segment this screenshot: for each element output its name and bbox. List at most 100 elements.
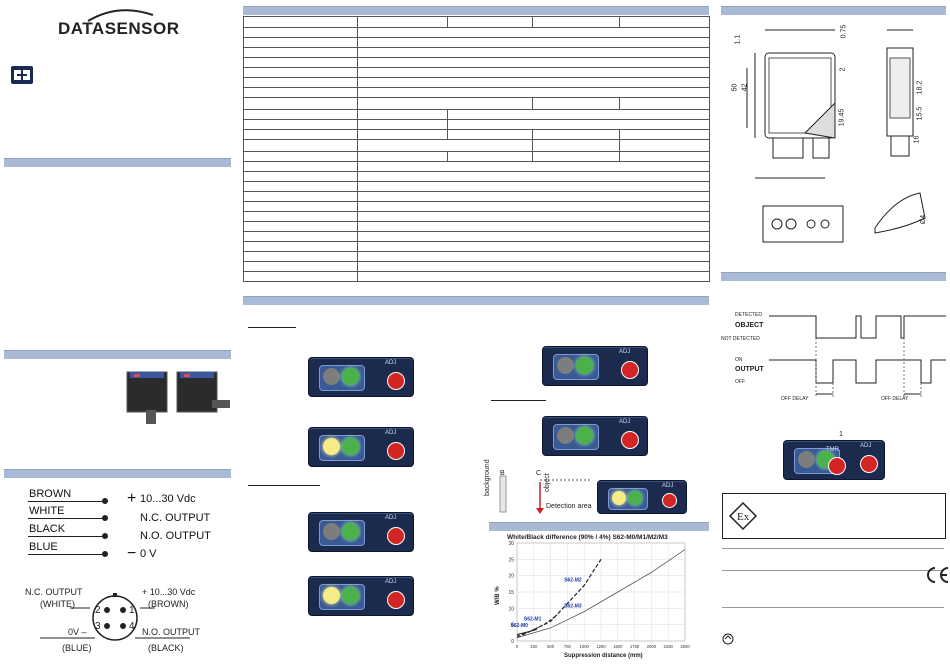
product-photo — [122, 366, 232, 428]
detection-area-label: Detection area — [546, 503, 592, 510]
divider-line — [722, 548, 944, 549]
dim-label-1-1: 1.1 — [734, 34, 742, 45]
spec-row — [244, 171, 709, 172]
adj-button[interactable] — [387, 527, 405, 545]
chart-series-label: S62-M2 — [564, 577, 582, 583]
adj-button[interactable] — [387, 372, 405, 390]
dim-label-15-5: 15.5 — [916, 106, 924, 121]
adj-button[interactable] — [860, 455, 878, 473]
adj-label: ADJ — [385, 360, 397, 366]
adj-button[interactable] — [387, 442, 405, 460]
wire-dot — [102, 515, 108, 521]
chart-xtick-label: 2000 — [647, 644, 657, 649]
connector-vplus-label: + 10...30 Vdc — [142, 587, 196, 597]
chart-xtick-label: 500 — [547, 644, 555, 649]
section-bar-connections — [4, 469, 231, 478]
sensor-panel-tmr: TMR ADJ — [783, 440, 885, 480]
spec-row — [244, 151, 709, 152]
wire-dot — [102, 551, 108, 557]
connector-0v-color: (BLUE) — [62, 643, 92, 653]
adj-label: ADJ — [385, 515, 397, 521]
divider-line — [722, 607, 944, 608]
connector-0v-label: 0V – — [68, 627, 87, 637]
spec-row — [244, 97, 709, 98]
chart-xtick-label: 250 — [530, 644, 538, 649]
sensor-panel-step-4: ADJ — [308, 576, 414, 616]
detection-c-label: C — [536, 470, 542, 477]
wire-desc-black: N.O. OUTPUT — [140, 530, 211, 542]
detection-object-label: object — [544, 473, 551, 492]
dim-label-0-75: 0.75 — [840, 24, 848, 39]
chart-xtick-label: 1750 — [630, 644, 640, 649]
chart-ytick-label: 5 — [511, 623, 514, 629]
wire-desc-blue: 0 V — [140, 548, 157, 560]
brand-logo: DATASENSOR — [58, 9, 180, 39]
connector-no-label: N.O. OUTPUT — [142, 627, 200, 637]
spec-row — [244, 211, 709, 212]
timing-on: ON — [735, 357, 743, 363]
spec-subcol — [447, 17, 448, 27]
spec-row — [244, 129, 709, 130]
wire-label-blue: BLUE — [29, 541, 58, 553]
wire-dot — [102, 498, 108, 504]
recycle-icon — [722, 633, 734, 645]
detection-background-label: background — [484, 459, 491, 496]
connector-pin-2: 2 — [95, 605, 101, 616]
adj-button[interactable] — [387, 591, 405, 609]
timing-object: OBJECT — [735, 322, 764, 329]
connector-vplus-color: (BROWN) — [148, 599, 189, 609]
connector-nc-label: N.C. OUTPUT — [25, 587, 83, 597]
tmr-button[interactable] — [828, 457, 846, 475]
adj-button[interactable] — [662, 493, 677, 508]
wire-label-white: WHITE — [29, 505, 65, 517]
chart-ytick-label: 0 — [511, 639, 514, 645]
adj-button[interactable] — [621, 431, 639, 449]
chart-series-label: S62-M1 — [524, 617, 542, 623]
connector-no-color: (BLACK) — [148, 643, 184, 653]
timing-not-detected: NOT DETECTED — [721, 336, 760, 342]
sensor-panel-step-5: ADJ — [542, 346, 648, 386]
sensor-panel-step-6: ADJ — [542, 416, 648, 456]
detection-diagram: B C background object Detection area — [480, 459, 708, 516]
chart-series-line — [516, 614, 558, 637]
chart-series-label: S62-M3 — [564, 604, 582, 610]
adj-button[interactable] — [621, 361, 639, 379]
sensor-panel-detection: ADJ — [597, 480, 687, 514]
chart-series-label: S62-M0 — [510, 623, 528, 629]
adj-label: ADJ — [662, 483, 674, 489]
sensor-panel-step-2: ADJ — [308, 427, 414, 467]
spec-row — [244, 221, 709, 222]
adj-label: ADJ — [619, 419, 631, 425]
spec-row — [244, 27, 709, 28]
spec-subcol — [447, 109, 448, 139]
timing-off-delay-1: OFF DELAY — [781, 396, 809, 402]
connector-diagram: 2 1 3 4 N.C. OUTPUT (WHITE) + 10...30 Vd… — [25, 583, 230, 663]
spec-row — [244, 251, 709, 252]
spec-row — [244, 241, 709, 242]
chart: White/Black difference (90% / 4%) S62-M0… — [489, 533, 709, 663]
svg-text:Ex: Ex — [737, 511, 750, 523]
wire-line — [28, 501, 108, 502]
adj-label: ADJ — [385, 579, 397, 585]
spec-row — [244, 57, 709, 58]
section-bar-timing — [721, 272, 946, 281]
adj-label: ADJ — [619, 349, 631, 355]
spec-row — [244, 139, 709, 140]
spec-row — [244, 231, 709, 232]
detection-b-label: B — [500, 470, 505, 477]
spec-row — [244, 47, 709, 48]
wire-desc-brown: 10...30 Vdc — [140, 493, 196, 505]
section-bar-description — [4, 158, 231, 167]
spec-row — [244, 67, 709, 68]
spec-row — [244, 77, 709, 78]
connector-pin-4: 4 — [129, 621, 135, 632]
spec-subcol — [619, 17, 620, 27]
brand-name: DATASENSOR — [58, 19, 180, 38]
wire-dot — [102, 533, 108, 539]
spec-subcol — [532, 151, 533, 161]
dim-label-d4: Ø4 — [920, 214, 928, 225]
divider-line — [722, 570, 944, 571]
spec-row — [244, 261, 709, 262]
timing-off-delay-2: OFF DELAY — [881, 396, 909, 402]
wire-line — [28, 536, 108, 537]
